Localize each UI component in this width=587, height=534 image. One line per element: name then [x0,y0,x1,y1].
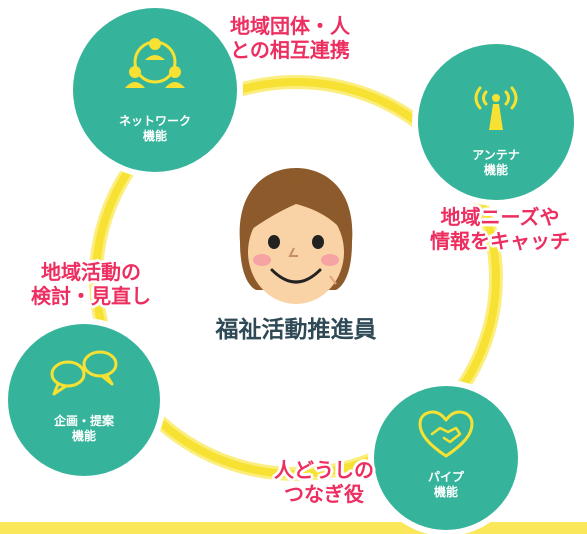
center-title: 福祉活動推進員 [215,317,377,343]
caption-left-line2: 検討・見直し [31,284,151,308]
antenna-function-node: アンテナ 機能 [418,44,574,200]
antenna-node-label: アンテナ [472,148,520,162]
pipe-node-sublabel: 機能 [433,485,458,499]
caption-bottom-line2: つなぎ役 [284,482,364,506]
pipe-function-node: パイプ 機能 [374,386,518,530]
caption-mutual-collaboration: 地域団体・人 との相互連携 [210,14,370,62]
caption-review-activities: 地域活動の 検討・見直し [16,260,166,308]
caption-right-line2: 情報をキャッチ [430,229,570,253]
planning-node-sublabel: 機能 [71,429,96,443]
caption-right-line1: 地域ニーズや [440,205,560,229]
caption-top-line1: 地域団体・人 [230,14,350,38]
network-node-sublabel: 機能 [142,129,167,143]
planning-node-label: 企画・提案 [53,414,114,428]
facilitator-character [226,160,366,314]
pipe-node-label: パイプ [427,470,464,484]
heart-handshake-icon [418,410,474,464]
caption-bottom-line1: 人どうしの [274,458,374,482]
caption-top-line2: との相互連携 [230,38,350,62]
caption-catch-needs: 地域ニーズや 情報をキャッチ [416,205,584,253]
caption-left-line1: 地域活動の [41,260,141,284]
antenna-node-sublabel: 機能 [483,163,508,177]
bottom-accent-band [0,522,587,534]
antenna-icon [466,82,526,136]
people-network-icon [123,34,187,98]
caption-connect-people: 人どうしの つなぎ役 [258,458,390,506]
network-node-label: ネットワーク [118,114,191,128]
speech-bubbles-icon [46,346,122,402]
network-function-node: ネットワーク 機能 [73,8,237,172]
planning-proposal-node: 企画・提案 機能 [8,324,160,476]
